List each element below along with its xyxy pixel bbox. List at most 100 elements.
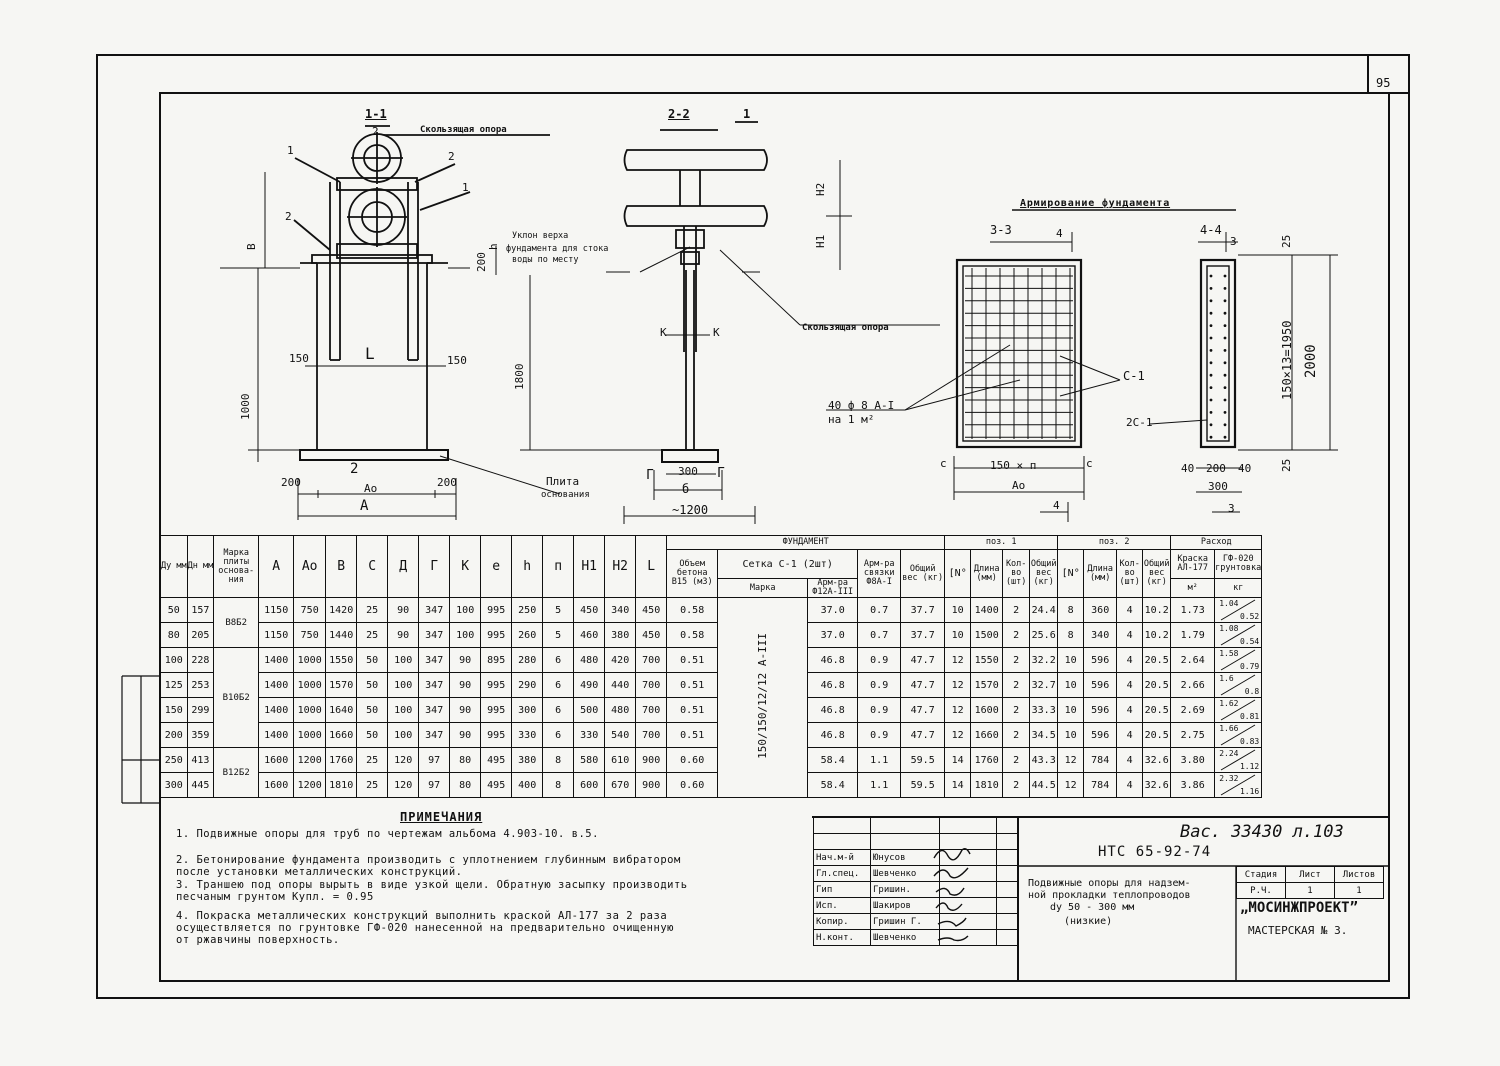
- cell-d: 100: [387, 647, 420, 673]
- rebar-dot: [1223, 299, 1227, 303]
- hdr-A: А: [258, 535, 295, 598]
- cut-label-4-bottom: 4: [1053, 499, 1060, 512]
- rebar-dot: [1223, 336, 1227, 340]
- hdr-volume: Объем бетона В15 (м3): [666, 549, 719, 598]
- rebar-dot: [1223, 386, 1227, 389]
- label-base-plate: Плита: [546, 475, 580, 488]
- cell-pos1-len: 1660: [970, 722, 1004, 748]
- dim-b: б: [682, 482, 690, 496]
- cell-k: 100: [449, 597, 482, 623]
- cell-total-weight: 59.5: [900, 772, 946, 798]
- cell-pos2-no: 12: [1057, 772, 1085, 798]
- rebar-dot: [1209, 299, 1213, 303]
- signature-row: Н.конт.Шевченко: [813, 929, 1018, 946]
- rebar-dot: [1209, 287, 1213, 290]
- dim-G-right: Г: [717, 466, 725, 481]
- cell-pos1-len: 1600: [970, 697, 1004, 723]
- rebar-dot: [1223, 287, 1227, 290]
- sheets-value: 1: [1334, 882, 1384, 899]
- dim-200-left: 200: [281, 476, 301, 489]
- section-label-4-4: 4-4: [1200, 223, 1222, 237]
- hdr-dy: Ду мм: [160, 535, 188, 598]
- stage-header-sheet: Лист: [1285, 866, 1335, 883]
- cell-a: 1600: [258, 747, 295, 773]
- cell-h2: 420: [604, 647, 637, 673]
- primer-kg-top: 1.58: [1219, 649, 1239, 658]
- cell-h: 380: [511, 747, 544, 773]
- cell-dn: 359: [186, 722, 215, 748]
- cut-label-2: 2: [350, 461, 359, 477]
- drawing-title-4: (низкие): [1064, 916, 1113, 927]
- cell-e: 995: [480, 722, 513, 748]
- archive-number: Вас. 33430 л.103: [1180, 822, 1344, 842]
- dim-150-left: 150: [289, 352, 309, 365]
- primer-kg-bottom: 0.79: [1239, 662, 1260, 671]
- cell-pos1-weight: 32.2: [1029, 647, 1059, 673]
- cell-a0: 1000: [293, 647, 327, 673]
- cell-g: 97: [418, 772, 451, 798]
- primer-kg-bottom: 1.12: [1239, 762, 1260, 771]
- cell-h: 280: [511, 647, 544, 673]
- cell-pos1-cnt: 2: [1002, 647, 1031, 673]
- cell-h2: 670: [604, 772, 637, 798]
- cell-tie-rebar: 0.9: [857, 697, 902, 723]
- cut-label-4-top: 4: [1056, 227, 1063, 240]
- view-section-4-4: [1149, 232, 1338, 513]
- view-section-1-1: [220, 125, 561, 520]
- primer-kg-bottom: 0.54: [1239, 637, 1260, 646]
- cell-l: 900: [635, 747, 668, 773]
- rebar-dot: [1223, 274, 1227, 278]
- cell-pos2-len: 340: [1083, 622, 1118, 648]
- cell-a0: 1000: [293, 697, 327, 723]
- note-line-8: от ржавчины поверхность.: [176, 934, 340, 946]
- cell-dy: 80: [160, 622, 188, 648]
- hdr-total-weight: Общий вес (кг): [900, 549, 946, 598]
- cell-pos1-no: 12: [944, 647, 972, 673]
- cell-tie-rebar: 0.9: [857, 722, 902, 748]
- cut-label-3-top: 3: [1230, 235, 1237, 248]
- dim-40-left: 40: [1181, 462, 1195, 475]
- note-line-4: 3. Траншею под опоры вырыть в виде узкой…: [176, 879, 688, 891]
- rebar-dot: [1209, 274, 1213, 278]
- label-rebar: 40 ф 8 А-I: [828, 399, 895, 412]
- cell-a: 1400: [258, 672, 295, 698]
- dim-1200: ~1200: [672, 503, 709, 517]
- cell-d: 100: [387, 722, 420, 748]
- cell-h: 330: [511, 722, 544, 748]
- cell-dn: 445: [186, 772, 215, 798]
- rebar-dot: [1223, 349, 1227, 352]
- rebar-dot: [1209, 373, 1213, 377]
- cell-l: 700: [635, 672, 668, 698]
- primer-kg-bottom: 0.52: [1239, 612, 1260, 621]
- drawing-title-2: ной прокладки теплопроводов: [1028, 890, 1191, 901]
- primer-kg-top: 1.62: [1219, 699, 1239, 708]
- cut-label-3-bottom: 3: [1228, 502, 1235, 515]
- cell-dy: 150: [160, 697, 188, 723]
- hdr-pos1-cnt: Кол-во (шт): [1002, 549, 1031, 598]
- note-line-7: осуществляется по грунтовке ГФ-020 нанес…: [176, 922, 674, 934]
- cell-pos2-cnt: 4: [1116, 772, 1144, 798]
- signature-row: Копир.Гришин Г.: [813, 913, 1018, 930]
- rebar-dot: [1223, 324, 1227, 327]
- cell-total-weight: 47.7: [900, 697, 946, 723]
- cell-pos2-weight: 10.2: [1142, 597, 1172, 623]
- rebar-dot: [1209, 336, 1213, 340]
- cell-pos2-weight: 20.5: [1142, 697, 1172, 723]
- dim-K-left: К: [660, 326, 667, 339]
- cell-rebar: 58.4: [807, 747, 859, 773]
- rebar-dot: [1209, 386, 1213, 389]
- cell-paint-m2: 2.75: [1170, 722, 1216, 748]
- cell-b: 1420: [325, 597, 358, 623]
- cell-pos2-len: 784: [1083, 747, 1118, 773]
- rebar-dot: [1209, 423, 1213, 427]
- cell-pos2-cnt: 4: [1116, 747, 1144, 773]
- cell-volume: 0.58: [666, 597, 719, 623]
- hdr-h: h: [511, 535, 544, 598]
- primer-kg-top: 2.24: [1219, 749, 1239, 758]
